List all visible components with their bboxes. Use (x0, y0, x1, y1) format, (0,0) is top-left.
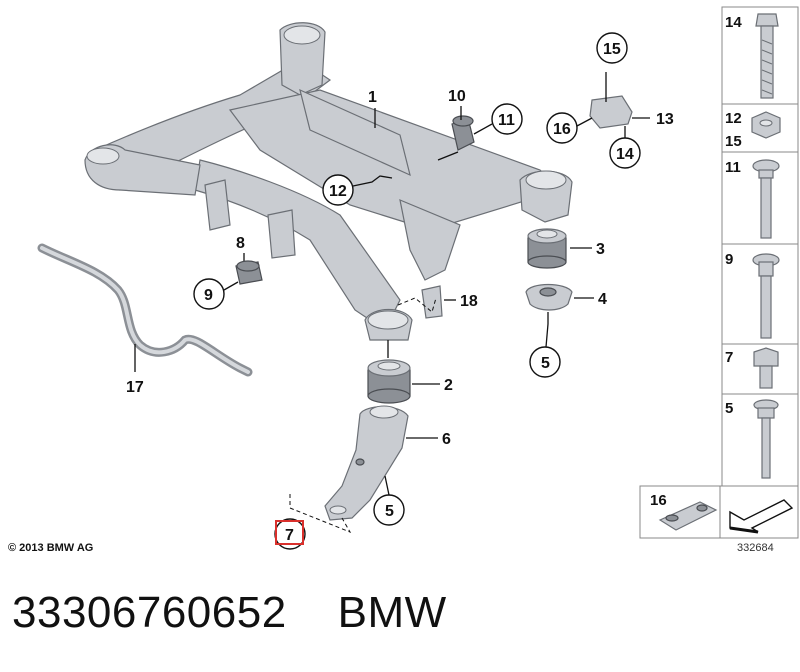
bracket-16-icon (658, 501, 718, 531)
callout-5b: 5 (385, 503, 394, 520)
callout-12: 12 (329, 183, 347, 200)
callout-1: 1 (368, 89, 377, 106)
svg-text:9: 9 (725, 251, 733, 268)
callout-8: 8 (236, 235, 245, 252)
fastener-legend: 14 12 15 11 9 7 (639, 6, 799, 539)
bushing-8 (235, 260, 263, 285)
bolt-5-icon (753, 399, 779, 479)
callout-2: 2 (444, 377, 453, 394)
rear-subframe (84, 22, 573, 341)
mount-4 (525, 283, 573, 324)
callout-16-circle (546, 112, 578, 144)
diagram-reference-number: 332684 (737, 542, 774, 554)
bushing-3 (527, 228, 567, 269)
callout-15: 15 (603, 41, 621, 58)
callout-7-highlight (275, 520, 304, 545)
rubber-mount-10 (451, 115, 475, 151)
svg-text:14: 14 (725, 14, 742, 31)
callout-9-circle (193, 278, 225, 310)
callout-17: 17 (126, 379, 144, 396)
bushing-2 (367, 359, 411, 404)
bolt-11-icon (752, 159, 780, 239)
svg-text:11: 11 (725, 159, 741, 176)
callout-9: 9 (204, 287, 213, 304)
callout-5a-circle (529, 346, 561, 378)
callout-11-circle (491, 103, 523, 135)
arrow-icon (729, 499, 794, 534)
callout-4: 4 (598, 291, 607, 308)
footer-caption: 33306760652 BMW (12, 588, 447, 638)
svg-text:12: 12 (725, 110, 742, 127)
callout-18: 18 (460, 293, 478, 310)
svg-text:5: 5 (725, 400, 733, 417)
callout-13: 13 (656, 111, 674, 128)
parts-diagram: 1 10 11 12 15 16 13 14 3 4 5 (37, 6, 799, 550)
callout-10: 10 (448, 88, 466, 105)
nut-icon (751, 111, 781, 139)
callout-5a: 5 (541, 355, 550, 372)
callout-15-circle (596, 32, 628, 64)
stabilizer-bar-17 (37, 243, 253, 377)
callout-14: 14 (616, 146, 634, 163)
bolt-7-icon (753, 347, 779, 389)
bolt-9-icon (752, 253, 780, 339)
callout-7: 7 (285, 527, 294, 544)
bracket-18 (397, 285, 443, 319)
callout-6: 6 (442, 431, 451, 448)
svg-text:16: 16 (650, 492, 667, 509)
bracket-13 (589, 72, 633, 129)
bolt-14-icon (755, 13, 779, 99)
brand-name: BMW (337, 588, 447, 637)
carrier-6 (324, 405, 409, 521)
callout-16: 16 (553, 121, 571, 138)
svg-text:15: 15 (725, 133, 742, 150)
svg-text:7: 7 (725, 349, 733, 366)
callout-11: 11 (498, 112, 515, 129)
part-number: 33306760652 (12, 588, 287, 637)
copyright-notice: © 2013 BMW AG (8, 542, 94, 554)
callout-3: 3 (596, 241, 605, 258)
callout-12-circle (322, 174, 354, 206)
